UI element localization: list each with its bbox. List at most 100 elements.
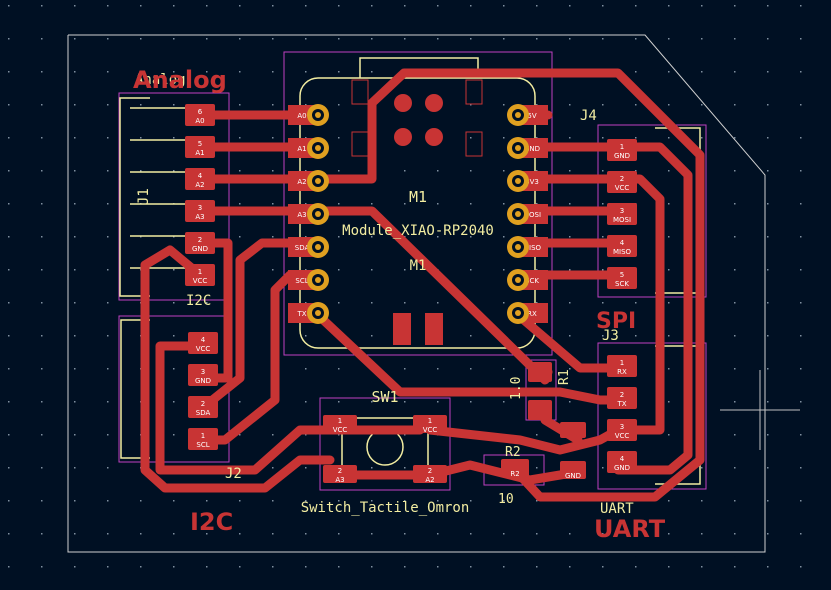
module-pin-label: GND — [524, 145, 540, 153]
grid-dot — [767, 467, 769, 469]
grid-dot — [140, 170, 142, 172]
grid-dot — [437, 401, 439, 403]
grid-dot — [470, 368, 472, 370]
pad-name: GND — [565, 472, 581, 480]
grid-dot — [173, 533, 175, 535]
grid-dot — [767, 203, 769, 205]
grid-dot — [140, 71, 142, 73]
module-pin-a3: A3 — [288, 203, 329, 225]
module-smd-hatch — [351, 79, 483, 157]
grid-dot — [8, 5, 10, 7]
grid-dot — [41, 203, 43, 205]
grid-dot — [107, 269, 109, 271]
grid-dot — [602, 5, 604, 7]
pad-number: 1 — [620, 359, 624, 367]
grid-dot — [8, 434, 10, 436]
grid-dot — [503, 401, 505, 403]
grid-dot — [74, 335, 76, 337]
grid-dot — [569, 335, 571, 337]
grid-dot — [239, 533, 241, 535]
grid-dot — [173, 434, 175, 436]
grid-dot — [338, 302, 340, 304]
pad-number: 2 — [198, 236, 202, 244]
grid-dot — [371, 500, 373, 502]
grid-dot — [767, 137, 769, 139]
pad-name: GND — [614, 152, 630, 160]
grid-dot — [107, 335, 109, 337]
grid-dot — [8, 170, 10, 172]
j1-pad-a0: 6A0 — [185, 104, 215, 126]
grid-dot — [635, 170, 637, 172]
pad-number: 2 — [428, 467, 432, 475]
pad-number: 2 — [338, 467, 342, 475]
grid-dot — [734, 236, 736, 238]
grid-dot — [800, 5, 802, 7]
grid-dot — [734, 335, 736, 337]
grid-dot — [140, 566, 142, 568]
grid-dot — [536, 38, 538, 40]
grid-dot — [470, 566, 472, 568]
module-pin-a1: A1 — [288, 137, 329, 159]
grid-dot — [305, 170, 307, 172]
grid-dot — [668, 203, 670, 205]
grid-dot — [8, 302, 10, 304]
grid-dot — [8, 566, 10, 568]
grid-dots — [8, 5, 802, 568]
grid-dot — [272, 269, 274, 271]
pad-number: 4 — [620, 239, 625, 247]
grid-dot — [41, 401, 43, 403]
r1-ref: R1 — [557, 369, 572, 385]
module-pin-gnd: GND — [507, 137, 548, 159]
grid-dot — [74, 566, 76, 568]
grid-dot — [107, 500, 109, 502]
grid-dot — [404, 269, 406, 271]
grid-dot — [800, 71, 802, 73]
grid-dot — [404, 170, 406, 172]
grid-dot — [338, 203, 340, 205]
module-pin-label: SCL — [295, 277, 308, 285]
grid-dot — [8, 203, 10, 205]
module-center-pads — [393, 94, 443, 345]
grid-dot — [767, 71, 769, 73]
grid-dot — [173, 71, 175, 73]
pad-number: 4 — [620, 455, 625, 463]
grid-dot — [8, 500, 10, 502]
grid-dot — [569, 302, 571, 304]
grid-dot — [272, 467, 274, 469]
module-pin-mosi: MOSI — [507, 203, 548, 225]
grid-dot — [206, 38, 208, 40]
j4-label: J4 — [580, 108, 597, 124]
grid-dot — [272, 104, 274, 106]
r1-value: 1.0 — [509, 377, 524, 400]
grid-dot — [734, 5, 736, 7]
grid-dot — [503, 203, 505, 205]
pad-number: 4 — [198, 172, 203, 180]
grid-dot — [371, 38, 373, 40]
grid-dot — [272, 71, 274, 73]
grid-dot — [305, 38, 307, 40]
grid-dot — [41, 170, 43, 172]
grid-dot — [767, 566, 769, 568]
grid-dot — [734, 203, 736, 205]
pad-number: 4 — [201, 336, 206, 344]
grid-dot — [569, 5, 571, 7]
grid-dot — [272, 170, 274, 172]
module-pin-label: A3 — [297, 211, 306, 219]
grid-dot — [734, 71, 736, 73]
grid-dot — [239, 236, 241, 238]
grid-dot — [239, 203, 241, 205]
grid-dot — [734, 434, 736, 436]
grid-dot — [74, 500, 76, 502]
pad-name: VCC — [193, 277, 208, 285]
grid-dot — [371, 533, 373, 535]
pad-number: 2 — [201, 400, 205, 408]
grid-dot — [107, 401, 109, 403]
grid-dot — [272, 5, 274, 7]
grid-dot — [602, 137, 604, 139]
pad-number: 1 — [338, 417, 342, 425]
grid-dot — [74, 203, 76, 205]
module-pin-5v: 5V — [507, 104, 548, 126]
